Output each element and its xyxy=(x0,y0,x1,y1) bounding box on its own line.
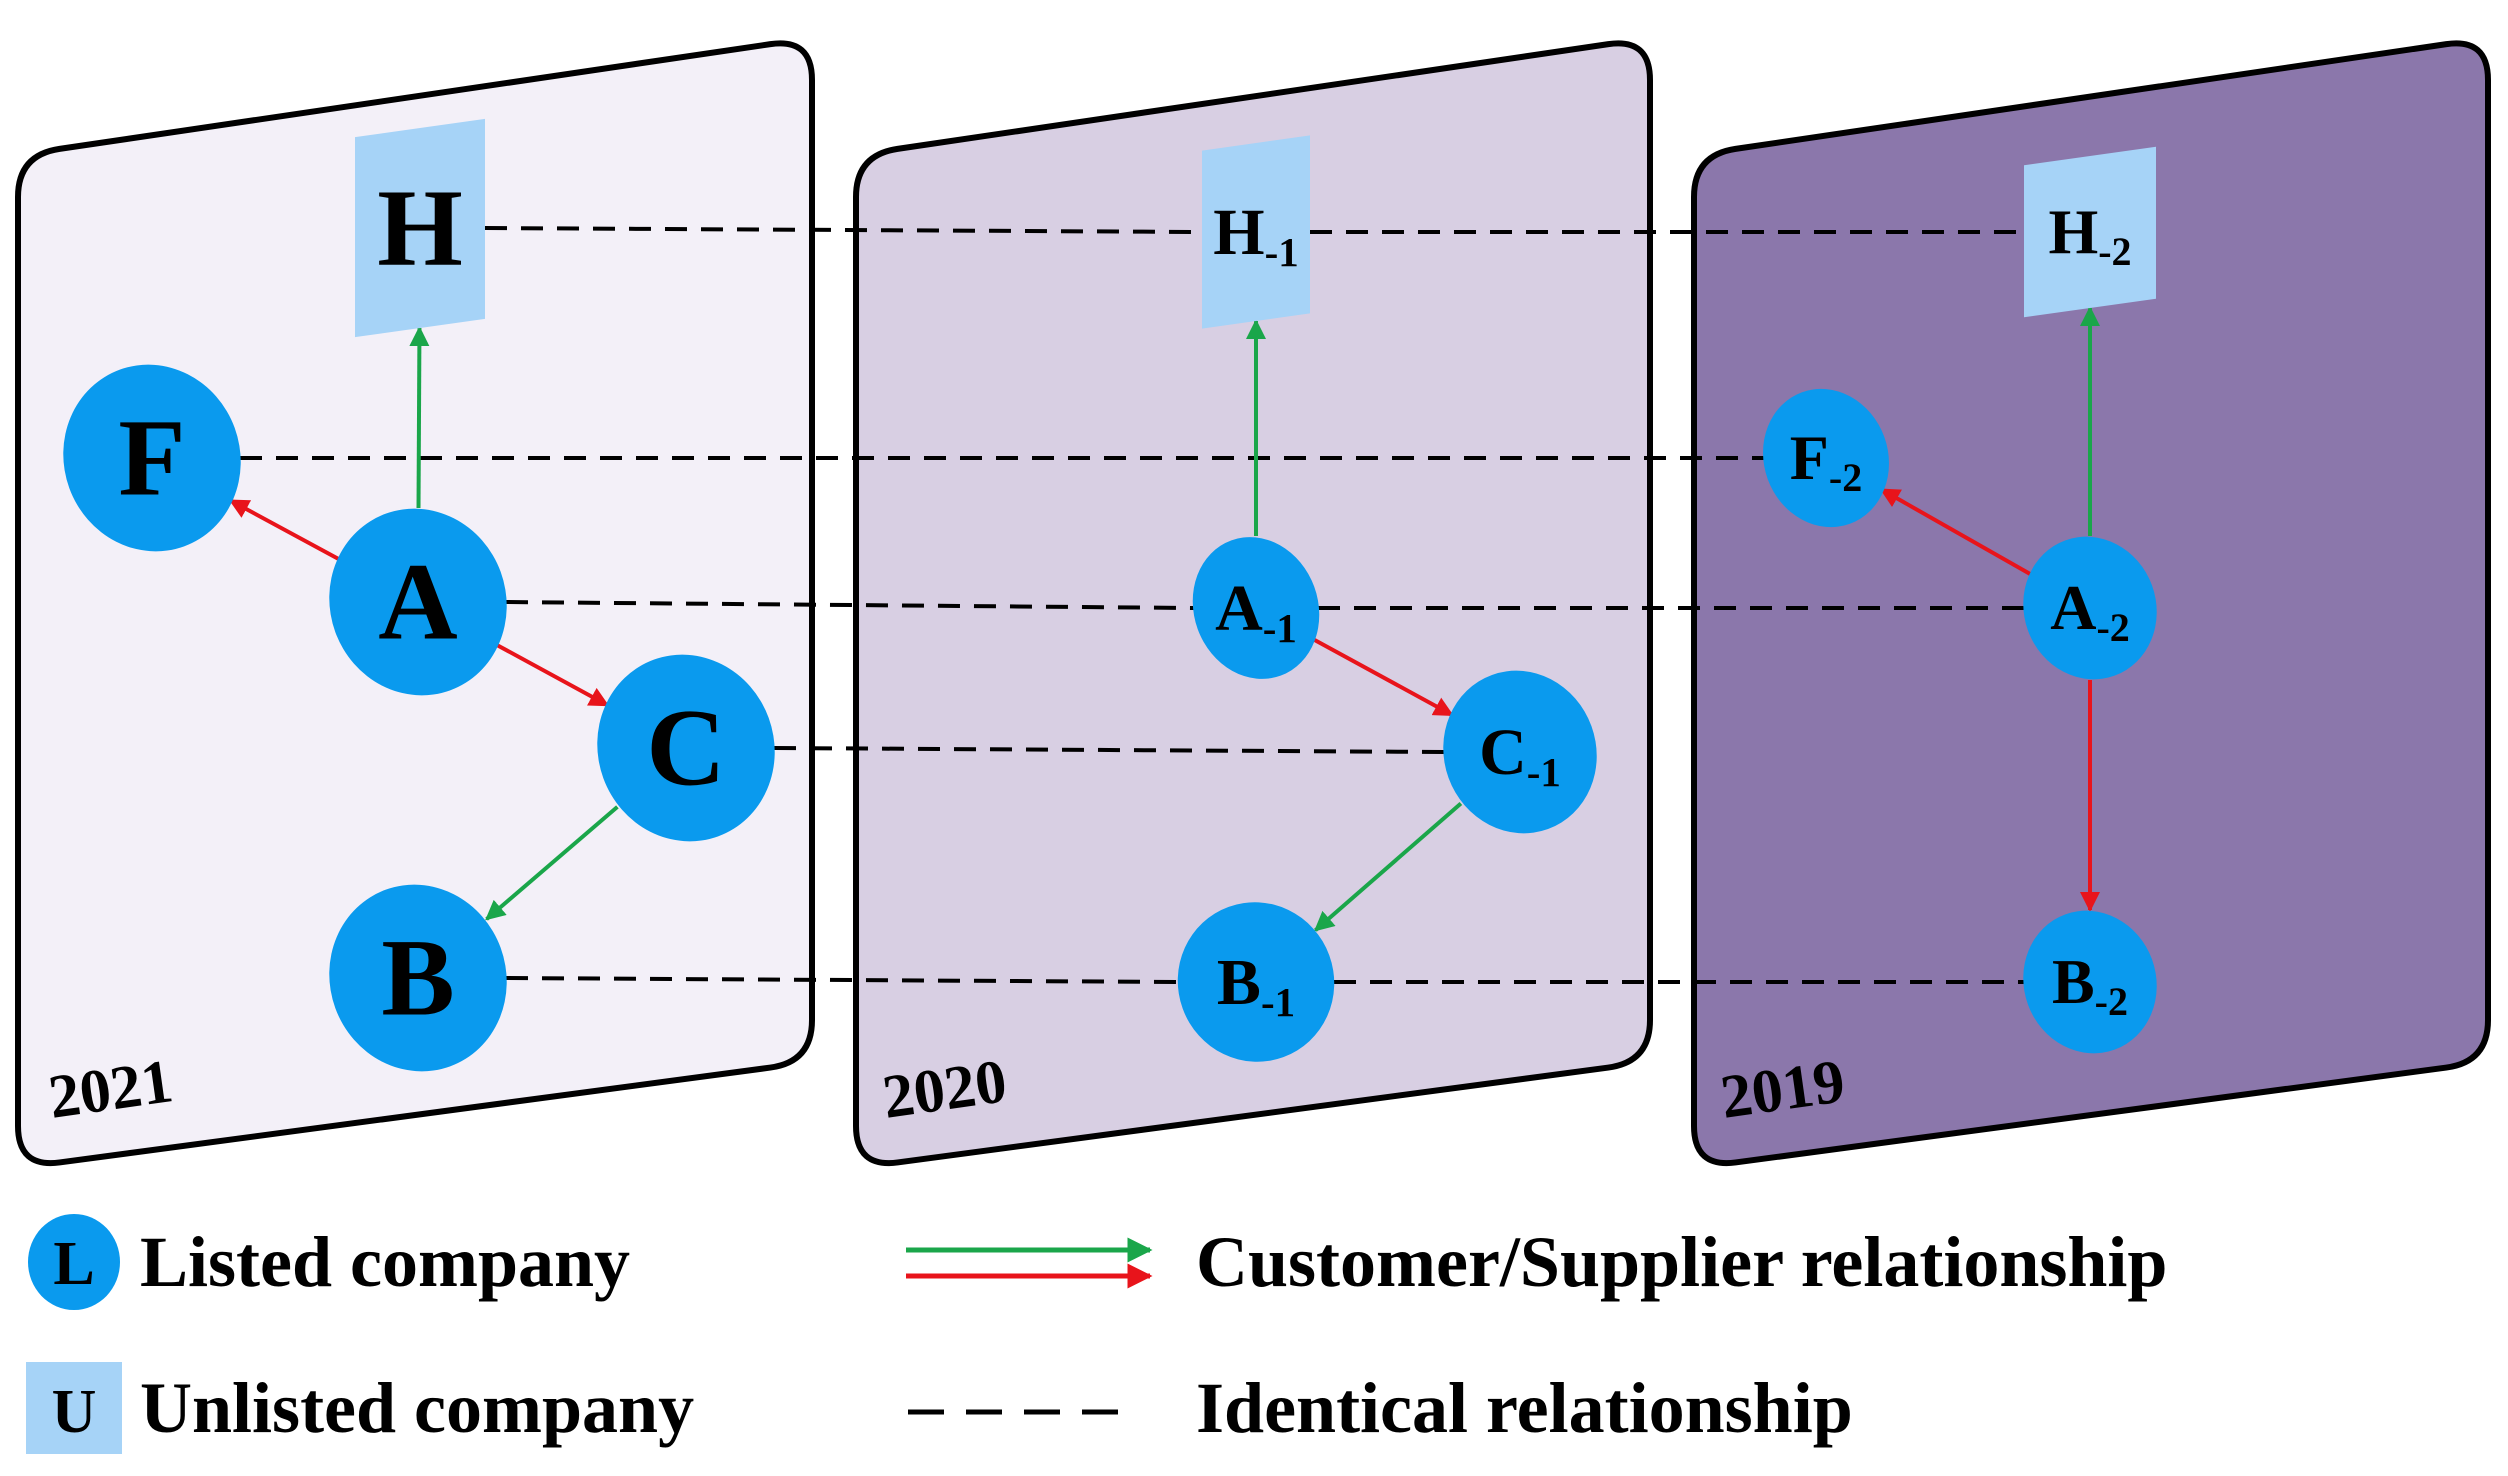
node-label-subscript: -1 xyxy=(1263,605,1297,651)
listed-company-shape xyxy=(1763,388,1889,528)
unlisted-company-symbol-letter: U xyxy=(52,1378,97,1446)
identical-link-A-2021-2020 xyxy=(505,600,1195,610)
node-2019-B: B-2 xyxy=(2023,910,2157,1054)
identical-link-B-2021-2020 xyxy=(505,976,1179,984)
node-label: B-1 xyxy=(1217,946,1295,1025)
edge-2020-C-to-B xyxy=(1313,802,1463,932)
node-label-subscript: -2 xyxy=(2095,979,2128,1024)
node-2021-H: H xyxy=(355,118,485,338)
node-label: A xyxy=(378,540,457,662)
node-label: B xyxy=(381,916,454,1038)
edge-2021-C-to-B xyxy=(485,805,619,921)
listed-company-shape xyxy=(329,508,507,696)
node-label-subscript: -2 xyxy=(2098,229,2131,274)
node-2021-F: F xyxy=(63,364,241,552)
listed-company-shape xyxy=(1192,537,1320,679)
node-label: C-1 xyxy=(1479,716,1561,795)
legend: L Listed company U Unlisted company Cust… xyxy=(26,1214,2167,1454)
node-label: B-2 xyxy=(2052,946,2128,1024)
node-label: F xyxy=(118,396,185,518)
node-label-base: F xyxy=(118,396,185,518)
node-2020-C: C-1 xyxy=(1443,670,1597,834)
listed-company-symbol xyxy=(28,1214,120,1310)
node-label-base: A xyxy=(378,540,457,662)
node-label: C xyxy=(646,686,725,808)
node-label-base: B xyxy=(381,916,454,1038)
node-label-subscript: -2 xyxy=(1829,455,1862,500)
node-label: H-2 xyxy=(2048,196,2131,274)
identical-link-H-2021-2020 xyxy=(484,226,1203,234)
node-label-base: C xyxy=(646,686,725,808)
legend-listed-item: L Listed company xyxy=(28,1214,630,1310)
legend-customer-supplier-item: Customer/Supplier relationship xyxy=(906,1222,2167,1302)
listed-company-shape xyxy=(63,364,241,552)
node-label-subscript: -1 xyxy=(1261,979,1295,1025)
edge-2021-A-to-F xyxy=(228,498,341,562)
node-2021-C: C xyxy=(597,654,775,842)
unlisted-company-label: Unlisted company xyxy=(140,1368,694,1448)
node-label-base: H xyxy=(2048,196,2098,267)
node-label-subscript: -1 xyxy=(1527,749,1561,795)
edge-2021-A-to-H xyxy=(409,326,430,509)
node-label: A-1 xyxy=(1215,572,1297,651)
unlisted-company-symbol xyxy=(26,1362,122,1454)
identical-link-C-2021-2020 xyxy=(773,746,1445,754)
node-2021-B: B xyxy=(329,884,507,1072)
node-label-base: C xyxy=(1479,716,1527,789)
node-label-subscript: -2 xyxy=(2096,605,2129,650)
legend-identical-item: Identical relationship xyxy=(908,1368,1853,1448)
node-2020-H: H-1 xyxy=(1202,135,1310,329)
listed-company-shape xyxy=(2023,910,2157,1054)
identical-relationship-label: Identical relationship xyxy=(1196,1368,1853,1448)
listed-company-shape xyxy=(1177,902,1335,1062)
node-label: H xyxy=(377,166,463,288)
node-label-base: B xyxy=(1217,946,1261,1019)
node-label: F-2 xyxy=(1790,422,1862,500)
unlisted-company-shape xyxy=(355,118,485,338)
node-2019-F: F-2 xyxy=(1763,388,1889,528)
node-label-base: B xyxy=(2052,946,2095,1017)
edge-2020-A-to-C xyxy=(1311,636,1454,717)
node-2019-H: H-2 xyxy=(2024,146,2156,318)
unlisted-company-shape xyxy=(1202,135,1310,329)
unlisted-company-shape xyxy=(2024,146,2156,318)
node-2020-B: B-1 xyxy=(1177,902,1335,1062)
listed-company-shape xyxy=(597,654,775,842)
listed-company-shape xyxy=(2023,536,2157,680)
listed-company-label: Listed company xyxy=(140,1222,630,1302)
node-label-subscript: -1 xyxy=(1265,229,1299,275)
node-label-base: F xyxy=(1790,422,1829,493)
node-label: A-2 xyxy=(2050,572,2130,650)
node-2020-A: A-1 xyxy=(1192,537,1320,679)
listed-company-shape xyxy=(329,884,507,1072)
relationship-edges-layer xyxy=(228,306,2100,932)
listed-company-symbol-letter: L xyxy=(53,1230,94,1298)
node-label-base: A xyxy=(2050,572,2096,643)
edge-2019-A-to-F xyxy=(1879,487,2033,577)
node-label-base: A xyxy=(1215,572,1263,645)
edge-2021-A-to-C xyxy=(495,642,610,708)
listed-company-shape xyxy=(1443,670,1597,834)
node-label-base: H xyxy=(1213,196,1264,269)
legend-unlisted-item: U Unlisted company xyxy=(26,1362,694,1454)
node-2019-A: A-2 xyxy=(2023,536,2157,680)
identical-links-layer xyxy=(240,226,2024,984)
customer-supplier-label: Customer/Supplier relationship xyxy=(1196,1222,2167,1302)
node-label: H-1 xyxy=(1213,196,1299,275)
node-label-base: H xyxy=(377,166,463,288)
node-2021-A: A xyxy=(329,508,507,696)
